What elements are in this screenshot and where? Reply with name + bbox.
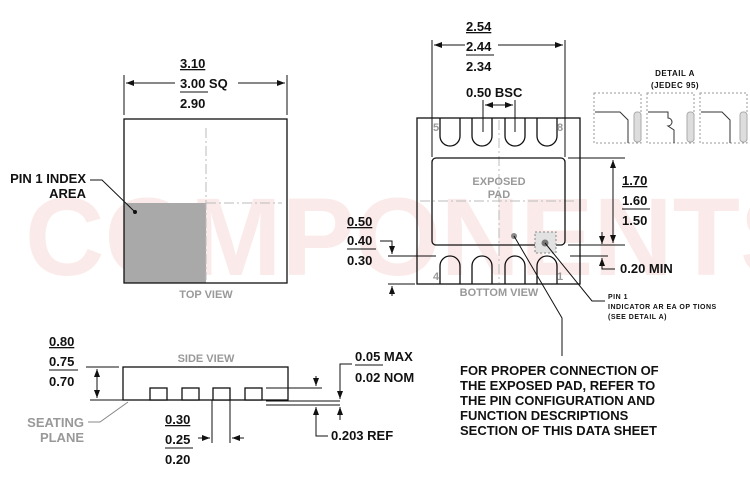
- top-view: 3.10 3.00 SQ 2.90 TOP VIEW PIN 1 INDEX A…: [10, 56, 288, 301]
- height-min: 0.70: [49, 374, 74, 389]
- pin1-index-label-2: AREA: [49, 186, 86, 201]
- lead-length-min: 0.30: [347, 253, 372, 268]
- standoff-nom: 0.02 NOM: [355, 370, 414, 385]
- lead-length-max: 0.50: [347, 214, 372, 229]
- lead-width-min: 0.20: [165, 452, 190, 467]
- side-view-label: SIDE VIEW: [178, 353, 235, 365]
- standoff-max: 0.05 MAX: [355, 349, 413, 364]
- pin-number-4: 4: [433, 271, 440, 283]
- side-view: SIDE VIEW 0.80 0.75 0.70 SEATING PLANE 0…: [27, 334, 414, 467]
- pin1-index-area: [124, 203, 206, 283]
- ref-dim: 0.203 REF: [331, 428, 393, 443]
- top-dim-min: 2.90: [180, 96, 205, 111]
- detail-a-title: DETAIL A: [655, 69, 695, 78]
- pad-height-nom: 1.60: [622, 193, 647, 208]
- pad-height-max: 1.70: [622, 173, 647, 188]
- top-dim-max: 3.10: [180, 56, 205, 71]
- seating-plane-label-1: SEATING: [27, 415, 84, 430]
- detail-a: DETAIL A (JEDEC 95): [593, 69, 748, 144]
- lead-width-max: 0.30: [165, 412, 190, 427]
- pin-number-1: 1: [557, 271, 563, 283]
- exposed-pad-label-2: PAD: [488, 189, 510, 201]
- pin1-note-1: PIN 1: [608, 294, 628, 301]
- bottom-view-label: BOTTOM VIEW: [460, 287, 539, 299]
- note-line-2: THE EXPOSED PAD, REFER TO: [460, 378, 655, 393]
- exposed-pad-note: FOR PROPER CONNECTION OF THE EXPOSED PAD…: [460, 363, 659, 438]
- height-max: 0.80: [49, 334, 74, 349]
- pitch-dim: 0.50 BSC: [466, 85, 523, 100]
- bottom-view: 2.54 2.44 2.34 0.50 BSC EXPOSED PAD 5 8 …: [347, 19, 717, 356]
- height-nom: 0.75: [49, 354, 74, 369]
- gap-dim: 0.20 MIN: [620, 261, 673, 276]
- exposed-pad-label-1: EXPOSED: [472, 176, 525, 188]
- lead-length-nom: 0.40: [347, 233, 372, 248]
- top-view-label: TOP VIEW: [179, 289, 233, 301]
- note-line-5: SECTION OF THIS DATA SHEET: [460, 423, 657, 438]
- note-line-3: THE PIN CONFIGURATION AND: [460, 393, 655, 408]
- exposed-pad: [431, 157, 566, 246]
- width-nom: 2.44: [466, 39, 492, 54]
- pin1-note-2: INDICATOR AR EA OP TIONS: [608, 304, 717, 311]
- pin1-index-label-1: PIN 1 INDEX: [10, 171, 86, 186]
- top-dim-nom: 3.00 SQ: [180, 76, 228, 91]
- detail-a-subtitle: (JEDEC 95): [651, 81, 699, 90]
- pad-height-min: 1.50: [622, 213, 647, 228]
- width-min: 2.34: [466, 59, 492, 74]
- pin-number-8: 8: [557, 122, 563, 134]
- seating-plane-label-2: PLANE: [40, 430, 84, 445]
- pin1-note-3: (SEE DETAIL A): [608, 314, 667, 321]
- width-max: 2.54: [466, 19, 492, 34]
- pin-number-5: 5: [433, 122, 439, 134]
- lead-width-nom: 0.25: [165, 432, 190, 447]
- note-line-1: FOR PROPER CONNECTION OF: [460, 363, 659, 378]
- note-line-4: FUNCTION DESCRIPTIONS: [460, 408, 629, 423]
